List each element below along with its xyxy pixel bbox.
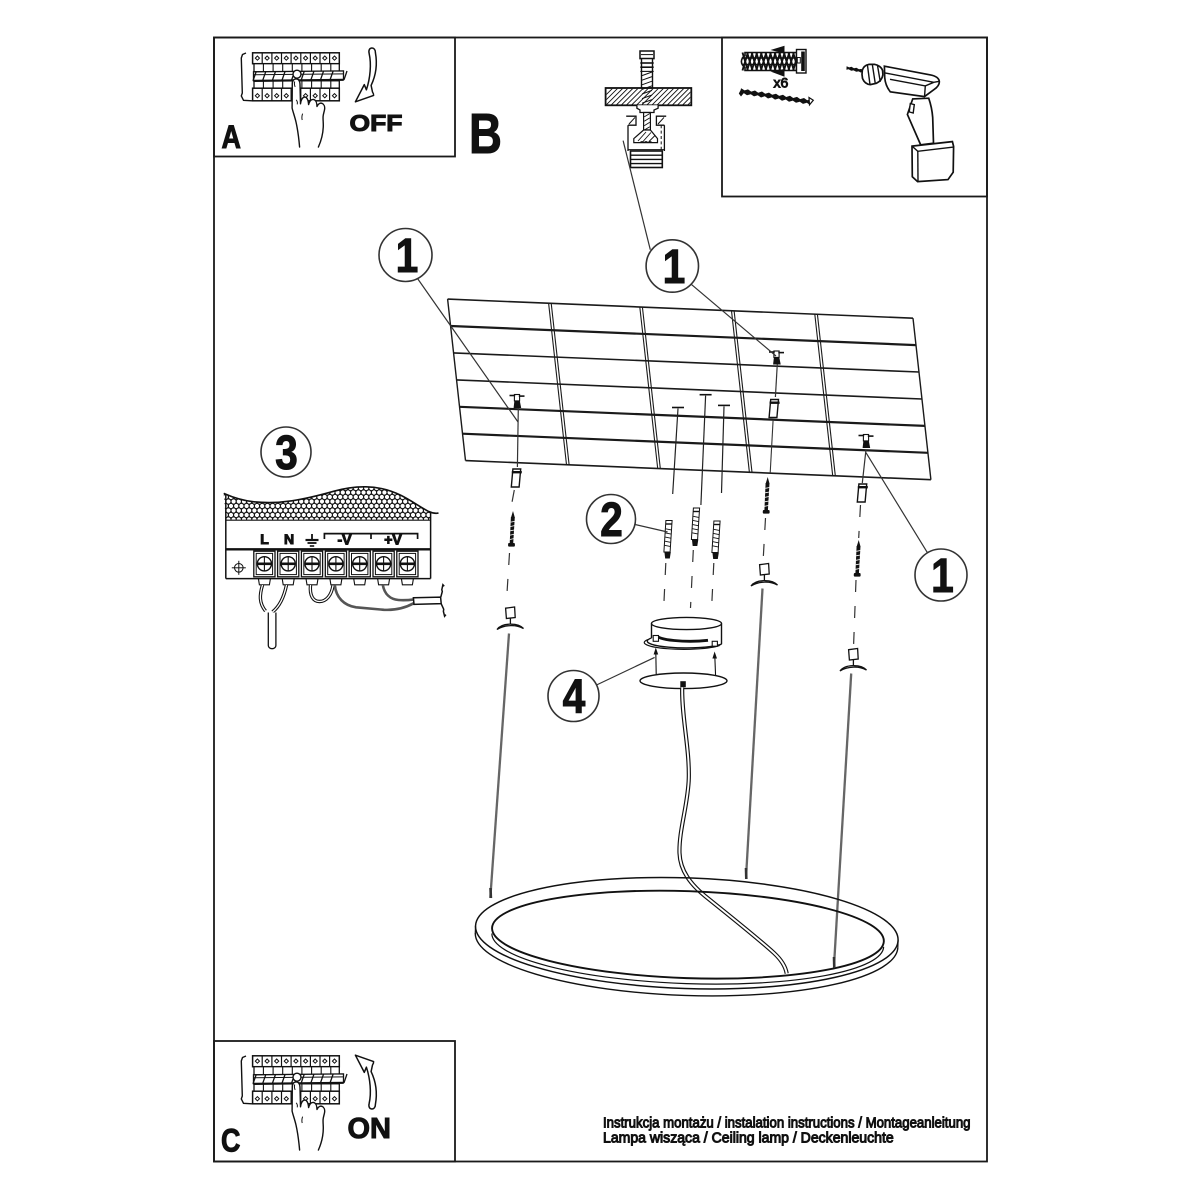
svg-text:Instrukcja montażu / instalati: Instrukcja montażu / instalation instruc… [603, 1115, 971, 1131]
svg-text:B: B [469, 101, 502, 165]
svg-text:C: C [221, 1123, 240, 1159]
svg-text:Lampa wisząca / Ceiling lamp /: Lampa wisząca / Ceiling lamp / Deckenleu… [603, 1130, 894, 1146]
svg-text:1: 1 [931, 550, 954, 603]
svg-text:+V: +V [384, 532, 402, 548]
svg-text:4: 4 [563, 671, 586, 724]
svg-text:x6: x6 [774, 75, 789, 91]
svg-text:L: L [260, 531, 269, 547]
svg-text:1: 1 [663, 241, 686, 294]
svg-text:A: A [222, 120, 241, 156]
svg-text:2: 2 [600, 494, 623, 547]
svg-text:ON: ON [348, 1113, 392, 1145]
svg-text:OFF: OFF [350, 110, 403, 136]
svg-text:3: 3 [275, 427, 298, 480]
svg-text:-V: -V [338, 532, 353, 548]
svg-text:N: N [284, 531, 294, 547]
svg-text:1: 1 [396, 230, 419, 283]
